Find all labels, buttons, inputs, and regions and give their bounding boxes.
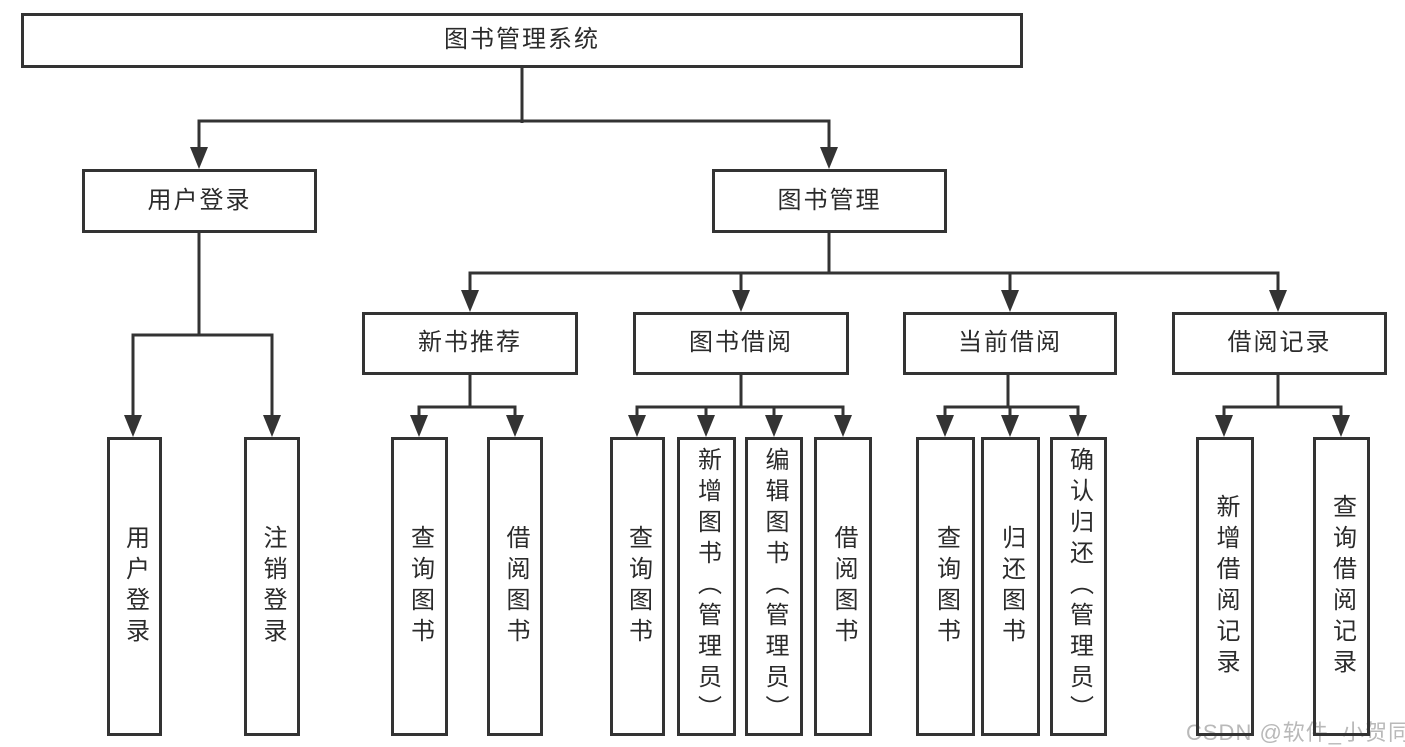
- node-root-system: 图书管理系统: [21, 13, 1023, 68]
- leaf-records-query-record: 查询借阅记录: [1313, 437, 1370, 736]
- node-book-management: 图书管理: [712, 169, 947, 233]
- leaf-recommend-query-books: 查询图书: [391, 437, 448, 736]
- node-current-borrow: 当前借阅: [903, 312, 1117, 375]
- leaf-records-add-record: 新增借阅记录: [1196, 437, 1254, 736]
- node-borrow-records: 借阅记录: [1172, 312, 1387, 375]
- leaf-current-confirm-return-admin: 确认归还（管理员）: [1050, 437, 1107, 736]
- leaf-borrow-query-books: 查询图书: [610, 437, 665, 736]
- node-book-borrow: 图书借阅: [633, 312, 849, 375]
- leaf-borrow-add-books-admin: 新增图书（管理员）: [677, 437, 736, 736]
- leaf-borrow-edit-books-admin: 编辑图书（管理员）: [745, 437, 803, 736]
- leaf-borrow-borrow-books: 借阅图书: [814, 437, 872, 736]
- leaf-current-query-books: 查询图书: [916, 437, 975, 736]
- leaf-logout: 注销登录: [244, 437, 300, 736]
- csdn-watermark: CSDN @软件_小贺同学: [1186, 720, 1405, 745]
- leaf-current-return-books: 归还图书: [981, 437, 1040, 736]
- node-new-book-recommend: 新书推荐: [362, 312, 578, 375]
- leaf-recommend-borrow-books: 借阅图书: [487, 437, 543, 736]
- leaf-user-login: 用户登录: [107, 437, 162, 736]
- node-user-login: 用户登录: [82, 169, 317, 233]
